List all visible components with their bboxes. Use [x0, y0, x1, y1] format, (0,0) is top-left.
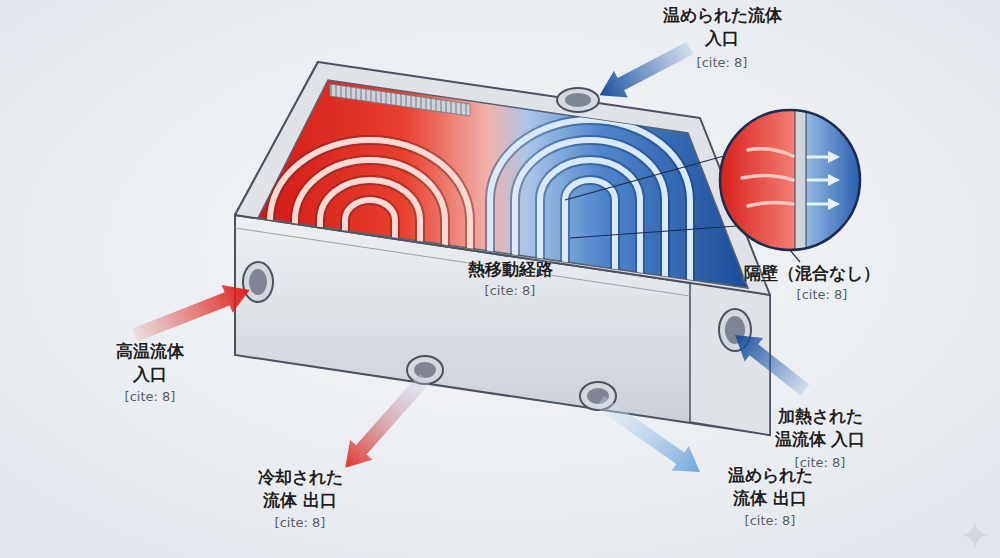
- leader-line: [565, 156, 724, 200]
- fins: [330, 84, 470, 116]
- zoom-circle: [720, 110, 860, 250]
- hot-channel: [345, 200, 395, 310]
- citation-note: [cite: 8]: [772, 286, 872, 303]
- hot-channel: [295, 160, 445, 310]
- port-body: [557, 88, 599, 112]
- flow-cavity: [258, 80, 748, 288]
- partition-wall: [795, 108, 806, 252]
- heat-arrows: [742, 149, 793, 206]
- flow-arrow: [334, 368, 436, 478]
- cold-channel: [565, 180, 615, 310]
- cold-channel: [490, 120, 690, 310]
- port-opening: [565, 93, 591, 107]
- citation-note: [cite: 8]: [100, 388, 200, 405]
- part-label: 高温流体 入口: [110, 340, 190, 386]
- zoom-detail: [720, 108, 860, 252]
- arrowhead: [828, 198, 840, 210]
- cold-channel: [565, 180, 615, 310]
- flow-arrow: [591, 390, 708, 485]
- cold-channel: [515, 140, 665, 310]
- citation-note: [cite: 8]: [250, 514, 350, 531]
- hot-channel-walls: [270, 140, 470, 310]
- hot-channel: [270, 140, 470, 310]
- heat-arrow: [742, 175, 793, 180]
- citation-note: [cite: 8]: [460, 282, 560, 299]
- hot-channel: [295, 160, 445, 310]
- cold-channel: [490, 120, 690, 310]
- heat-arrows: [808, 157, 830, 204]
- part-label: 加熱された 温流体 入口: [760, 405, 880, 451]
- inlet-port: [557, 88, 599, 112]
- part-label: 温められた 流体 出口: [720, 464, 820, 510]
- flow-arrow: [334, 368, 436, 478]
- heat-arrow: [748, 202, 793, 206]
- heat-arrow: [808, 179, 830, 182]
- hot-channel: [320, 180, 420, 310]
- hot-side: [720, 110, 800, 250]
- channel-walls: [270, 120, 690, 310]
- hot-channel: [270, 140, 470, 310]
- citation-note: [cite: 8]: [672, 54, 772, 71]
- part-label: 熱移動経路: [440, 258, 580, 281]
- flow-arrow: [593, 35, 697, 109]
- arrowhead: [828, 174, 840, 186]
- part-label: 温められた流体 入口: [647, 4, 797, 50]
- heat-arrow: [808, 203, 830, 206]
- port-opening: [414, 362, 436, 378]
- hot-channel-shadow: [270, 140, 470, 310]
- hot-channel: [345, 200, 395, 310]
- cold-channel: [540, 160, 640, 310]
- port-opening: [249, 269, 267, 295]
- hot-zigzag: [276, 272, 318, 300]
- citation-note: [cite: 8]: [720, 512, 820, 529]
- flow-arrow: [130, 276, 255, 349]
- cold-channel: [540, 160, 640, 310]
- inlet-port: [243, 262, 273, 302]
- flow-arrow: [593, 35, 697, 109]
- flow-arrow: [591, 390, 708, 485]
- cold-side: [800, 110, 860, 250]
- cold-channel: [515, 140, 665, 310]
- arrowhead: [828, 151, 840, 163]
- leader-line: [790, 250, 800, 262]
- part-label: 隔壁（混合なし）: [722, 262, 902, 285]
- hot-channel: [320, 180, 420, 310]
- heat-arrow: [808, 156, 830, 159]
- heat-arrow: [748, 149, 793, 156]
- flow-arrow: [726, 323, 814, 402]
- sparkle-mark: [962, 522, 988, 548]
- cold-channel-walls: [490, 120, 690, 310]
- part-label: 冷却された 流体 出口: [250, 466, 350, 512]
- flow-arrow: [726, 323, 814, 402]
- heat-arrowheads: [828, 151, 840, 210]
- leader-line: [570, 226, 737, 238]
- flow-arrow: [130, 276, 255, 349]
- cold-channel-shadow: [490, 120, 690, 310]
- port-body: [243, 262, 273, 302]
